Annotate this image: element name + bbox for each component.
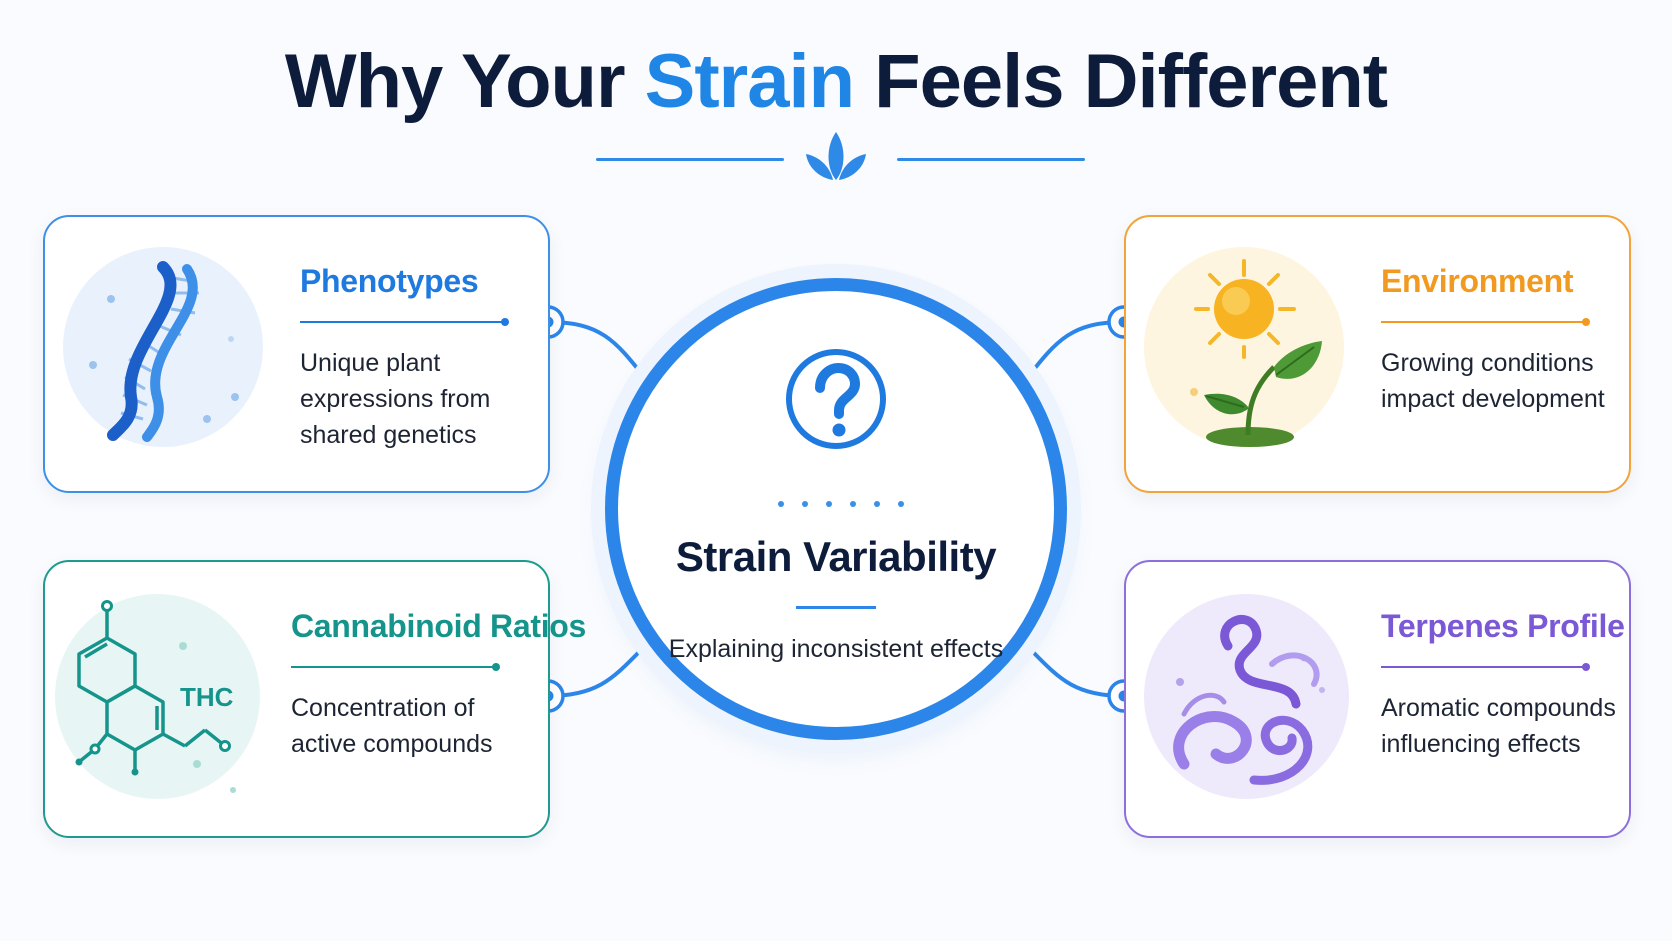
card-cannabinoids: THC Cannabinoid Ratios Concentration of … xyxy=(43,560,586,838)
center-rule xyxy=(796,606,876,609)
center-dots xyxy=(778,501,904,507)
title-pre: Why Your xyxy=(284,39,626,124)
center-subtitle: Explaining inconsistent effects xyxy=(668,635,1004,663)
terpenes-title: Terpenes Profile xyxy=(1381,608,1625,644)
environment-description: Growing conditions impact development xyxy=(1381,349,1605,413)
card-environment: Environment Growing conditions impact de… xyxy=(1124,215,1631,493)
cannabinoids-description: Concentration of active compounds xyxy=(291,694,493,758)
leaf-icon xyxy=(806,132,866,180)
card-terpenes: Terpenes Profile Aromatic compounds infl… xyxy=(1124,560,1631,838)
phenotypes-title: Phenotypes xyxy=(300,263,479,299)
center-hub: Strain Variability Explaining inconsiste… xyxy=(605,278,1067,740)
page-title: Why Your Strain Feels Different xyxy=(0,38,1672,125)
cannabinoids-icon-bg: THC xyxy=(55,594,260,799)
center-title: Strain Variability xyxy=(675,533,997,580)
question-icon xyxy=(786,349,886,449)
environment-title: Environment xyxy=(1381,263,1574,299)
environment-rule xyxy=(1381,318,1590,326)
cannabinoids-title: Cannabinoid Ratios xyxy=(291,608,587,644)
phenotypes-rule xyxy=(300,318,509,326)
terpenes-icon-bg xyxy=(1144,594,1349,799)
phenotypes-icon-bg xyxy=(63,247,263,447)
dna-icon xyxy=(89,261,239,442)
title-post: Feels Different xyxy=(874,39,1388,124)
phenotypes-description: Unique plant expressions from shared gen… xyxy=(300,349,491,449)
aroma-swirl-icon xyxy=(1173,615,1325,785)
title-accent: Strain xyxy=(644,39,855,124)
sun-plant-icon xyxy=(1190,259,1322,447)
cannabinoids-rule xyxy=(291,663,500,671)
environment-icon-bg xyxy=(1144,247,1344,447)
molecule-icon: THC xyxy=(75,600,236,793)
terpenes-description: Aromatic compounds influencing effects xyxy=(1381,694,1616,758)
title-divider-left xyxy=(596,158,784,161)
molecule-label: THC xyxy=(180,682,234,712)
terpenes-rule xyxy=(1381,663,1590,671)
title-divider-right xyxy=(897,158,1085,161)
card-phenotypes: Phenotypes Unique plant expressions from… xyxy=(43,215,550,493)
